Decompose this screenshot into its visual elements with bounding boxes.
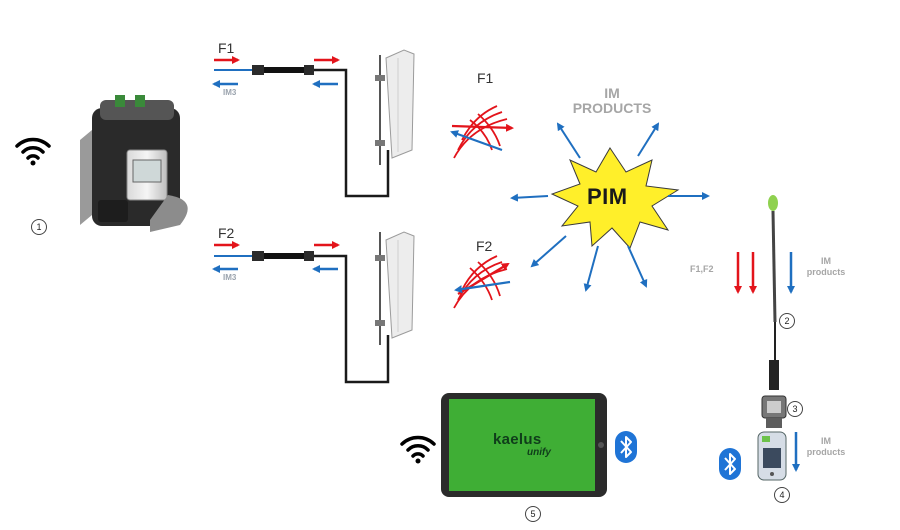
bottom-branch xyxy=(212,231,415,384)
connector-bottom-left xyxy=(252,251,264,261)
sensor-device xyxy=(757,431,787,481)
jumper-cable-top xyxy=(264,67,304,73)
jumper-cable-bottom xyxy=(264,253,304,259)
wifi-icon xyxy=(400,435,436,464)
antenna-icon xyxy=(375,231,415,345)
bluetooth-icon xyxy=(719,448,741,480)
tablet-brand-subtitle: unify xyxy=(527,447,551,458)
marker-probe: 2 xyxy=(779,313,795,329)
tablet-device xyxy=(441,393,607,497)
label-im3-bottom: IM3 xyxy=(223,273,237,282)
antenna-icon xyxy=(375,49,415,165)
label-pim: PIM xyxy=(587,184,628,209)
probe-cable xyxy=(768,195,779,390)
label-im-products-probe: IM products xyxy=(806,256,846,277)
marker-connector: 3 xyxy=(787,401,803,417)
label-im3-top: IM3 xyxy=(223,88,237,97)
wave-icon xyxy=(450,105,514,159)
connector-top-right xyxy=(304,65,314,75)
tablet-brand-name: kaelus xyxy=(493,431,542,448)
label-f1-wave: F1 xyxy=(477,70,494,86)
label-f1f2: F1,F2 xyxy=(690,264,714,274)
label-f2-wave: F2 xyxy=(476,238,493,254)
pim-analyzer xyxy=(80,95,188,232)
label-im-products-top: IM PRODUCTS xyxy=(572,85,652,116)
feeder-cable-top xyxy=(314,68,390,198)
wave-icon xyxy=(453,255,511,309)
wifi-icon xyxy=(15,137,51,166)
bluetooth-icon xyxy=(615,431,637,463)
probe-tip xyxy=(768,195,778,211)
pim-burst-icon xyxy=(550,147,680,249)
marker-analyzer: 1 xyxy=(31,219,47,235)
connector-bottom-right xyxy=(304,251,314,261)
marker-sensor: 4 xyxy=(774,487,790,503)
tablet-home-button xyxy=(598,442,604,448)
feeder-cable-bottom xyxy=(314,254,390,384)
tablet-screen xyxy=(449,399,595,491)
connector-device xyxy=(761,395,787,428)
connector-top-left xyxy=(252,65,264,75)
label-f2-input: F2 xyxy=(218,225,235,241)
top-branch xyxy=(212,49,415,198)
label-im-products-device: IM products xyxy=(806,436,846,457)
label-f1-input: F1 xyxy=(218,40,235,56)
marker-tablet: 5 xyxy=(525,506,541,522)
im-product-arrows xyxy=(510,122,710,292)
probe-connector xyxy=(769,360,779,390)
